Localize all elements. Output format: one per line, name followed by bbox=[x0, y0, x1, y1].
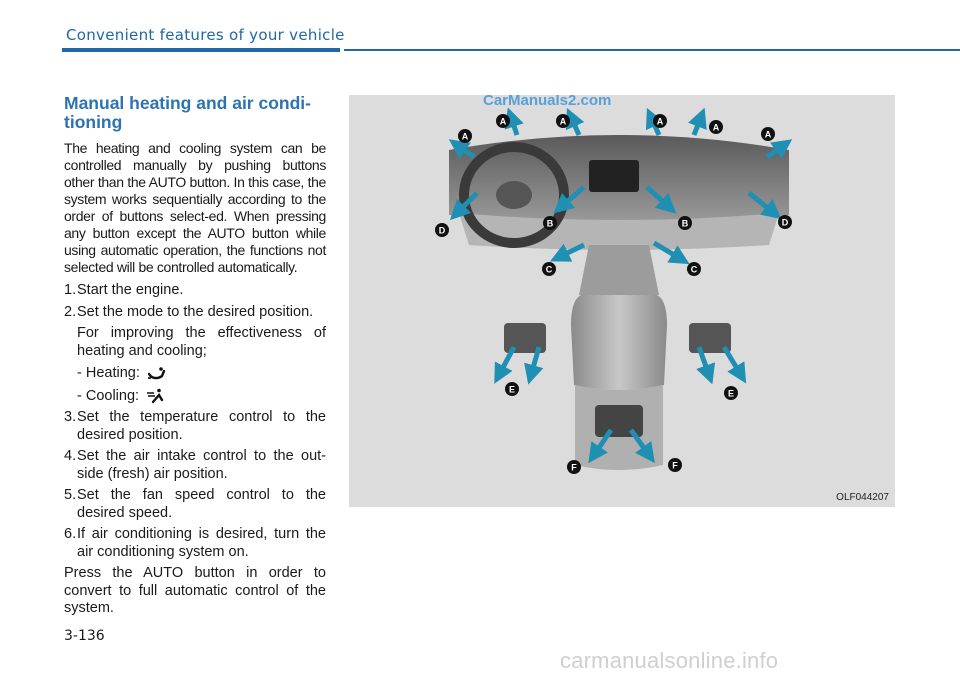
label-text: A bbox=[765, 130, 772, 140]
arrow-b2 bbox=[645, 185, 677, 214]
arrow-a2 bbox=[504, 107, 524, 136]
label-b2: B bbox=[678, 216, 692, 230]
label-d2: D bbox=[778, 215, 792, 229]
label-text: A bbox=[560, 117, 567, 127]
vent-diagram-figure: A A A A A A D D B B C C E E F F CarManua… bbox=[349, 95, 895, 507]
text-column: Manual heating and air condi-tioning The… bbox=[64, 94, 326, 618]
label-a3: A bbox=[556, 114, 570, 128]
arrow-d1 bbox=[449, 191, 479, 221]
header-rule-right bbox=[344, 49, 960, 51]
arrow-e2 bbox=[524, 346, 544, 385]
vent-labels: A A A A A A D D B B C C E E F F bbox=[435, 114, 792, 474]
arrow-a4 bbox=[645, 107, 665, 137]
step-number: 4. bbox=[64, 448, 77, 464]
step-number: 5. bbox=[64, 487, 77, 503]
floor-vent-mode-icon bbox=[147, 366, 166, 379]
label-a6: A bbox=[761, 127, 775, 141]
arrow-f2 bbox=[628, 428, 655, 464]
label-text: A bbox=[713, 123, 720, 133]
vent-diagram: A A A A A A D D B B C C E E F F bbox=[435, 107, 793, 474]
step-text: Start the engine. bbox=[77, 282, 184, 298]
label-f2: F bbox=[668, 458, 682, 472]
arrow-a1 bbox=[448, 139, 476, 160]
label-text: E bbox=[509, 385, 515, 395]
label-c1: C bbox=[542, 262, 556, 276]
step-text: Set the air intake control to the out-si… bbox=[77, 448, 326, 482]
closing-paragraph: Press the AUTO button in order to conver… bbox=[64, 565, 326, 616]
right-side-vent bbox=[689, 323, 731, 353]
step-number: 3. bbox=[64, 409, 77, 425]
label-e2: E bbox=[724, 386, 738, 400]
footer-watermark: carmanualsonline.info bbox=[560, 648, 779, 673]
label-text: D bbox=[782, 218, 789, 228]
arrow-a6 bbox=[765, 139, 793, 160]
step-number: 6. bbox=[64, 526, 77, 542]
label-a5: A bbox=[709, 120, 723, 134]
arrow-e3 bbox=[696, 346, 716, 385]
armrest bbox=[571, 295, 667, 390]
cooling-label: - Cooling: bbox=[77, 387, 140, 404]
step-1: 1.Start the engine. bbox=[64, 282, 326, 300]
label-text: A bbox=[462, 132, 469, 142]
step-number: 1. bbox=[64, 282, 77, 298]
center-screen bbox=[589, 160, 639, 192]
step-text: Set the mode to the desired position. bbox=[77, 303, 314, 320]
arrow-a5 bbox=[688, 107, 707, 136]
label-text: B bbox=[682, 219, 689, 229]
label-text: F bbox=[571, 463, 577, 473]
label-text: E bbox=[728, 389, 734, 399]
label-e1: E bbox=[505, 382, 519, 396]
step-2: 2.Set the mode to the desired position. … bbox=[64, 304, 326, 406]
label-text: A bbox=[657, 117, 664, 127]
site-watermark: CarManuals2.com bbox=[483, 95, 612, 109]
label-text: F bbox=[672, 461, 678, 471]
step-text: Set the fan speed control to the desired… bbox=[77, 487, 326, 521]
arrow-f1 bbox=[588, 428, 614, 464]
intro-paragraph: The heating and cooling system can be co… bbox=[64, 140, 326, 275]
face-vent-mode-icon bbox=[147, 388, 164, 404]
label-b1: B bbox=[543, 216, 557, 230]
label-f1: F bbox=[567, 460, 581, 474]
label-c2: C bbox=[687, 262, 701, 276]
steps-list: 1.Start the engine. 2.Set the mode to th… bbox=[64, 282, 326, 561]
airflow-arrows bbox=[448, 107, 793, 464]
label-d1: D bbox=[435, 223, 449, 237]
rear-vents bbox=[595, 405, 643, 437]
label-text: C bbox=[691, 265, 698, 275]
section-title: Manual heating and air condi-tioning bbox=[64, 93, 311, 132]
page-number: 3-136 bbox=[64, 628, 105, 644]
label-text: B bbox=[547, 219, 554, 229]
arrow-a3 bbox=[565, 107, 585, 137]
header-rule-left bbox=[62, 48, 340, 52]
figure-code: OLF044207 bbox=[836, 492, 889, 503]
left-side-vent bbox=[504, 323, 546, 353]
label-a1: A bbox=[458, 129, 472, 143]
arrow-b1 bbox=[553, 185, 586, 214]
arrow-c2 bbox=[652, 240, 690, 265]
step-number: 2. bbox=[64, 303, 77, 320]
step-text: If air conditioning is desired, turn the… bbox=[77, 526, 326, 560]
heating-line: - Heating: bbox=[77, 365, 326, 383]
step-text: Set the temperature control to the desir… bbox=[77, 409, 326, 443]
arrow-e1 bbox=[494, 345, 517, 384]
arrow-d2 bbox=[747, 191, 782, 220]
label-text: C bbox=[546, 265, 553, 275]
arrow-e4 bbox=[721, 345, 747, 384]
step-4: 4.Set the air intake control to the out-… bbox=[64, 448, 326, 483]
steering-hub bbox=[496, 181, 532, 209]
cooling-line: - Cooling: bbox=[77, 388, 326, 406]
label-a2: A bbox=[496, 114, 510, 128]
step-6: 6.If air conditioning is desired, turn t… bbox=[64, 526, 326, 561]
step-5: 5.Set the fan speed control to the desir… bbox=[64, 487, 326, 522]
step-2-sub-intro: For improving the effectiveness of heati… bbox=[77, 325, 326, 359]
header-title: Convenient features of your vehicle bbox=[66, 26, 345, 44]
arrow-c1 bbox=[549, 242, 586, 262]
label-a4: A bbox=[653, 114, 667, 128]
label-text: D bbox=[439, 226, 446, 236]
heating-label: - Heating: bbox=[77, 365, 140, 381]
step-3: 3.Set the temperature control to the des… bbox=[64, 409, 326, 444]
center-console bbox=[579, 245, 659, 295]
label-text: A bbox=[500, 117, 507, 127]
